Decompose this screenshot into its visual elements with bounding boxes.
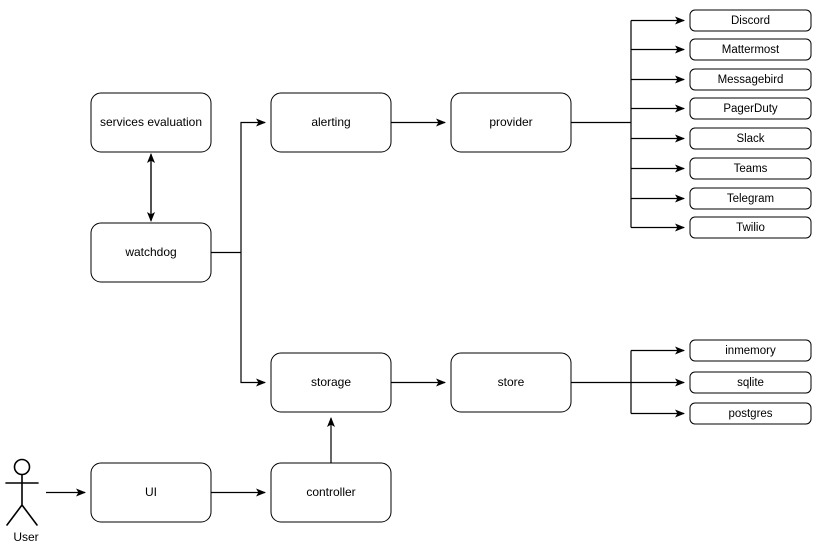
leaf-inmemory[interactable]: inmemory — [689, 339, 812, 362]
leaf-label: Mattermost — [722, 44, 780, 56]
user-actor-label: User — [13, 530, 38, 544]
leaf-label: Discord — [731, 15, 770, 27]
node-storage[interactable]: storage — [270, 352, 392, 413]
edges-layer — [46, 16, 685, 497]
node-alerting[interactable]: alerting — [270, 92, 392, 153]
leaf-label: Slack — [736, 133, 764, 145]
actor-layer: User — [5, 458, 39, 545]
leaf-label: inmemory — [725, 345, 776, 357]
leaf-label: Twilio — [736, 222, 765, 234]
leaf-teams[interactable]: Teams — [689, 157, 812, 180]
node-label: storage — [311, 375, 351, 389]
node-services-evaluation[interactable]: services evaluation — [90, 92, 212, 153]
node-label: UI — [145, 485, 157, 499]
leaf-label: Telegram — [727, 193, 774, 205]
node-label: alerting — [311, 115, 350, 129]
leaf-label: Messagebird — [718, 74, 784, 86]
edge-watchdog-to-alerting — [240, 118, 266, 253]
user-actor[interactable]: User — [5, 458, 39, 545]
leaf-sqlite[interactable]: sqlite — [689, 371, 812, 394]
leaves-layer: DiscordMattermostMessagebirdPagerDutySla… — [689, 9, 812, 425]
node-controller[interactable]: controller — [270, 462, 392, 523]
leaf-label: PagerDuty — [723, 103, 778, 115]
leaf-discord[interactable]: Discord — [689, 9, 812, 32]
node-provider[interactable]: provider — [450, 92, 572, 153]
node-store[interactable]: store — [450, 352, 572, 413]
edge-watchdog-to-storage — [240, 252, 266, 387]
node-label: store — [498, 375, 525, 389]
node-watchdog[interactable]: watchdog — [90, 222, 212, 283]
leaf-mattermost[interactable]: Mattermost — [689, 38, 812, 61]
leaf-telegram[interactable]: Telegram — [689, 187, 812, 210]
leaf-postgres[interactable]: postgres — [689, 402, 812, 425]
leaf-label: sqlite — [737, 377, 764, 389]
node-label: provider — [489, 115, 532, 129]
node-ui[interactable]: UI — [90, 462, 212, 523]
leaf-label: postgres — [728, 408, 772, 420]
nodes-layer: services evaluation watchdog alerting provi… — [90, 92, 572, 523]
leaf-pagerduty[interactable]: PagerDuty — [689, 97, 812, 120]
leaf-label: Teams — [734, 163, 768, 175]
leaf-messagebird[interactable]: Messagebird — [689, 68, 812, 91]
stick-figure-body-icon — [5, 474, 39, 526]
leaf-twilio[interactable]: Twilio — [689, 216, 812, 239]
node-label: watchdog — [124, 245, 176, 259]
node-label: services evaluation — [100, 115, 202, 129]
leaf-slack[interactable]: Slack — [689, 127, 812, 150]
stick-figure-head-icon — [13, 458, 31, 476]
node-label: controller — [306, 485, 355, 499]
